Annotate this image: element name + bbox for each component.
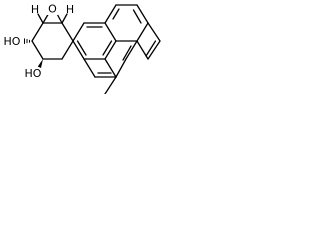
bond-c2-c3 — [61, 22, 74, 42]
bond-c3-c4 — [61, 40, 74, 60]
bond-d-double-1 — [132, 9, 142, 24]
bond-b1 — [72, 22, 85, 42]
bond-e-double — [145, 40, 157, 57]
bond-f-2 — [115, 58, 127, 78]
stereo-h-right-label: H — [66, 3, 74, 16]
bond-c6-c1 — [31, 22, 44, 42]
bond-c-1 — [104, 58, 117, 78]
chemical-structure-diagram: O H H HO HO — [4, 3, 161, 94]
stereo-h-left-label: H — [31, 3, 39, 16]
bond-d-3 — [136, 4, 149, 24]
bond-d-double-2 — [112, 8, 120, 20]
bond-e-1 — [147, 22, 161, 42]
bond-d-2 — [136, 22, 149, 42]
bond-f-double — [122, 45, 132, 61]
bond-h-left — [37, 13, 44, 24]
bond-h-right — [61, 13, 68, 24]
bond-b4 — [104, 40, 117, 60]
bond-b6 — [72, 40, 85, 60]
bond-d-5 — [104, 4, 117, 24]
epoxide-oxygen-label: O — [48, 3, 57, 16]
wedge-bond-oh-lower — [37, 59, 43, 68]
hydroxyl-upper-label: HO — [4, 35, 21, 48]
epoxide-oxygen-bg — [47, 3, 58, 15]
bond-b-double-3 — [76, 40, 87, 56]
bond-c-3 — [83, 58, 96, 78]
bond-f-1 — [125, 40, 138, 60]
bond-b3 — [104, 22, 117, 42]
bond-e-2 — [147, 40, 161, 60]
hashed-bond-oh-upper — [24, 38, 33, 44]
bond-c5-c6 — [31, 40, 44, 60]
bond-c-2 — [104, 76, 117, 94]
hydroxyl-lower-label: HO — [25, 67, 42, 80]
bond-b-double-2 — [102, 40, 113, 56]
